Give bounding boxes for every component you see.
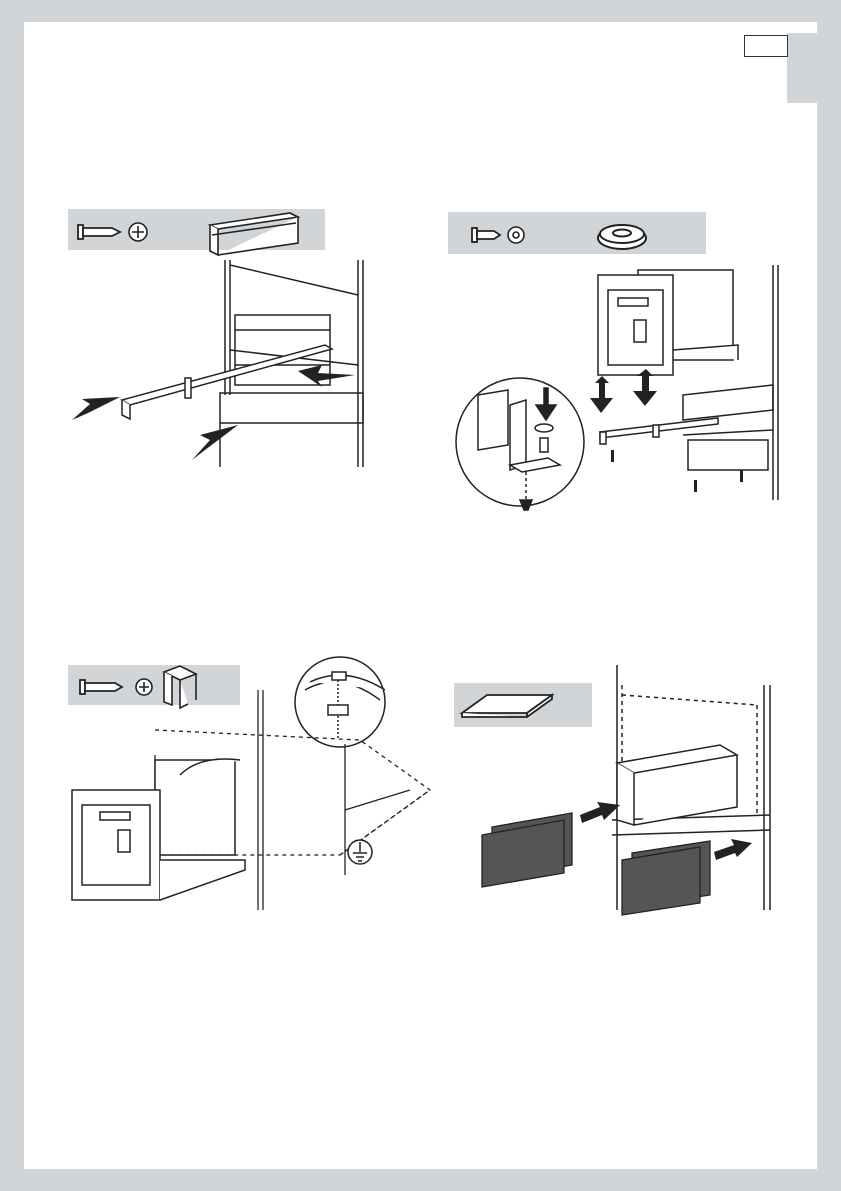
ground-symbol-icon bbox=[348, 840, 372, 864]
phillips-head-icon bbox=[129, 223, 147, 241]
pull-out-arrow bbox=[72, 397, 238, 460]
cabinet bbox=[220, 260, 363, 467]
side-tab bbox=[787, 33, 818, 103]
figure-fix-appliance bbox=[448, 210, 788, 510]
rail bbox=[122, 345, 332, 419]
detail-inset bbox=[456, 378, 584, 510]
rail-assembly bbox=[617, 745, 737, 825]
appliance bbox=[72, 759, 245, 900]
figure-cover-panels bbox=[452, 655, 782, 915]
push-in-arrow bbox=[298, 365, 355, 387]
tool-bar bbox=[68, 209, 325, 255]
appliance bbox=[598, 270, 738, 375]
language-tab bbox=[744, 35, 788, 57]
phillips-head-icon bbox=[508, 227, 524, 243]
figure-ground-wire bbox=[60, 660, 440, 915]
tool-bar bbox=[448, 212, 706, 254]
screws bbox=[611, 450, 743, 492]
figure-mount-rails bbox=[60, 205, 380, 475]
cover-panel bbox=[482, 813, 710, 915]
tool-bar bbox=[454, 683, 592, 727]
manual-page bbox=[24, 22, 817, 1169]
washer-icon bbox=[598, 225, 646, 249]
phillips-head-icon bbox=[136, 679, 152, 695]
tool-bar bbox=[68, 665, 240, 708]
ground-detail bbox=[295, 657, 385, 747]
